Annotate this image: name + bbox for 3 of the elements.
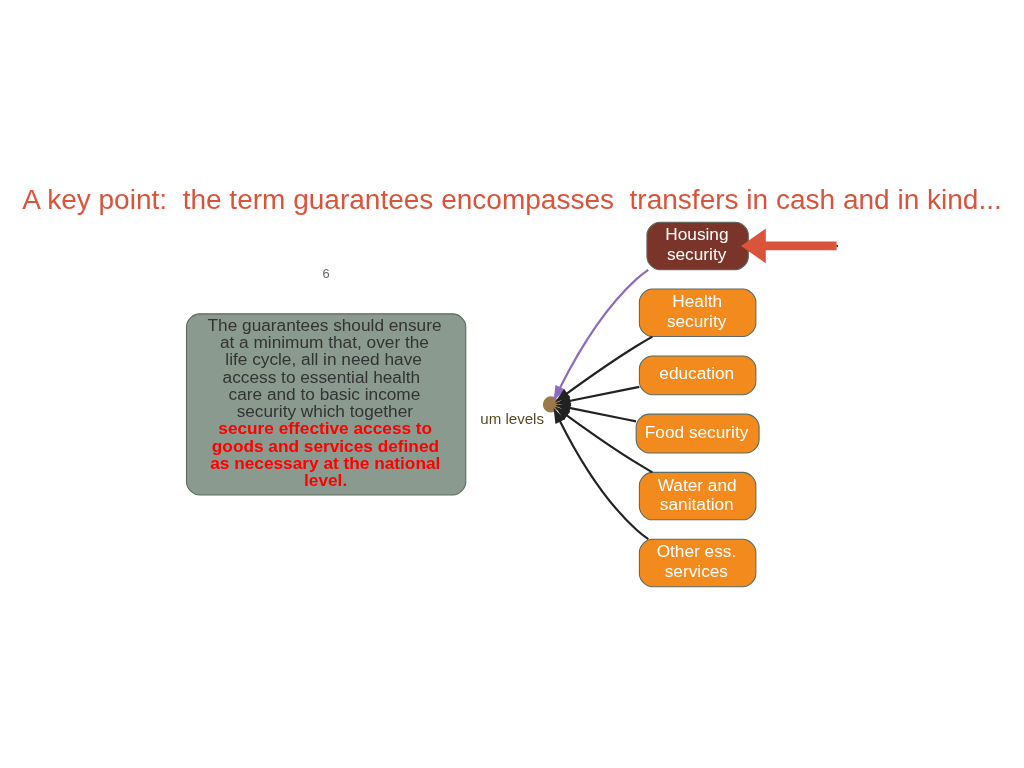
label: 6 bbox=[322, 265, 330, 281]
node-label: um levels bbox=[480, 409, 544, 427]
diagram-title: A key point: the term guarantees encompasses transfers in cash and in kind... bbox=[22, 183, 1002, 215]
